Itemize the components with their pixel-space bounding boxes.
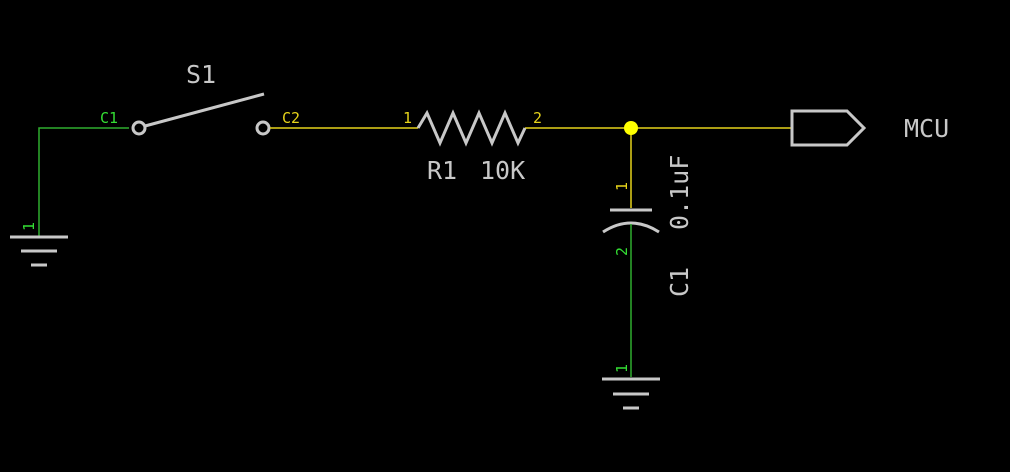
capacitor-c1[interactable]: 1 2 0.1uF C1 <box>602 155 694 377</box>
switch-s1[interactable]: S1 C1 C2 <box>100 60 300 136</box>
ground-bottom[interactable]: 1 <box>602 364 660 410</box>
capacitor-value-label: 0.1uF <box>665 155 694 230</box>
ground-left-pin-label: 1 <box>20 222 38 231</box>
ground-bottom-pin-label: 1 <box>613 364 631 373</box>
switch-pin-c2-label: C2 <box>282 109 300 127</box>
hierarchical-port-icon <box>790 109 867 147</box>
ground-left[interactable]: 1 <box>10 127 129 267</box>
resistor-ref-label: R1 <box>427 156 457 185</box>
resistor-pin1-label: 1 <box>403 109 412 127</box>
switch-ref-label: S1 <box>186 60 216 89</box>
resistor-pin2-label: 2 <box>533 109 542 127</box>
capacitor-ref-label: C1 <box>665 267 694 297</box>
port-mcu[interactable]: MCU <box>790 109 949 147</box>
resistor-value-label: 10K <box>480 156 525 185</box>
switch-pin-c1-label: C1 <box>100 109 118 127</box>
resistor-r1[interactable]: 1 2 R1 10K <box>403 109 542 185</box>
capacitor-pin2-label: 2 <box>613 247 631 256</box>
port-label: MCU <box>904 114 949 143</box>
ground-left-wire <box>38 127 129 237</box>
junction-dot[interactable] <box>624 121 638 135</box>
capacitor-pin1-label: 1 <box>613 182 631 191</box>
